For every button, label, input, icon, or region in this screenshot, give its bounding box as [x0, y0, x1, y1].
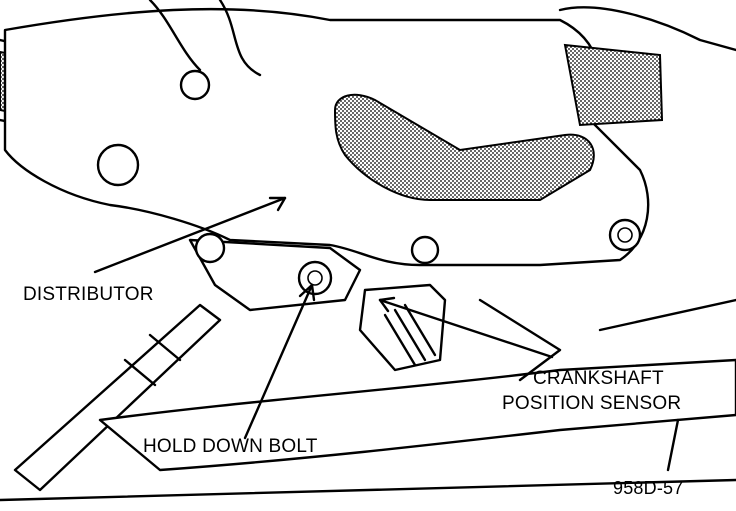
hold-down-bolt-label: HOLD DOWN BOLT [143, 436, 318, 457]
figure-code: 958D-57 [613, 478, 684, 498]
crankshaft-sensor-leader [378, 298, 554, 359]
crankshaft-label-line1: CRANKSHAFT [533, 368, 664, 389]
hold-down-bolt-leader [243, 283, 314, 440]
lower-frame [98, 358, 736, 472]
distributor-leader [93, 196, 287, 274]
distributor-label: DISTRIBUTOR [23, 284, 154, 305]
right-bracket [563, 43, 664, 127]
distributor-rotor [333, 93, 595, 201]
crankshaft-label-line2: POSITION SENSOR [502, 393, 682, 414]
figure-code-leader [666, 418, 680, 472]
crankshaft-sensor [358, 283, 447, 372]
hold-down-bolt-head [297, 260, 333, 296]
